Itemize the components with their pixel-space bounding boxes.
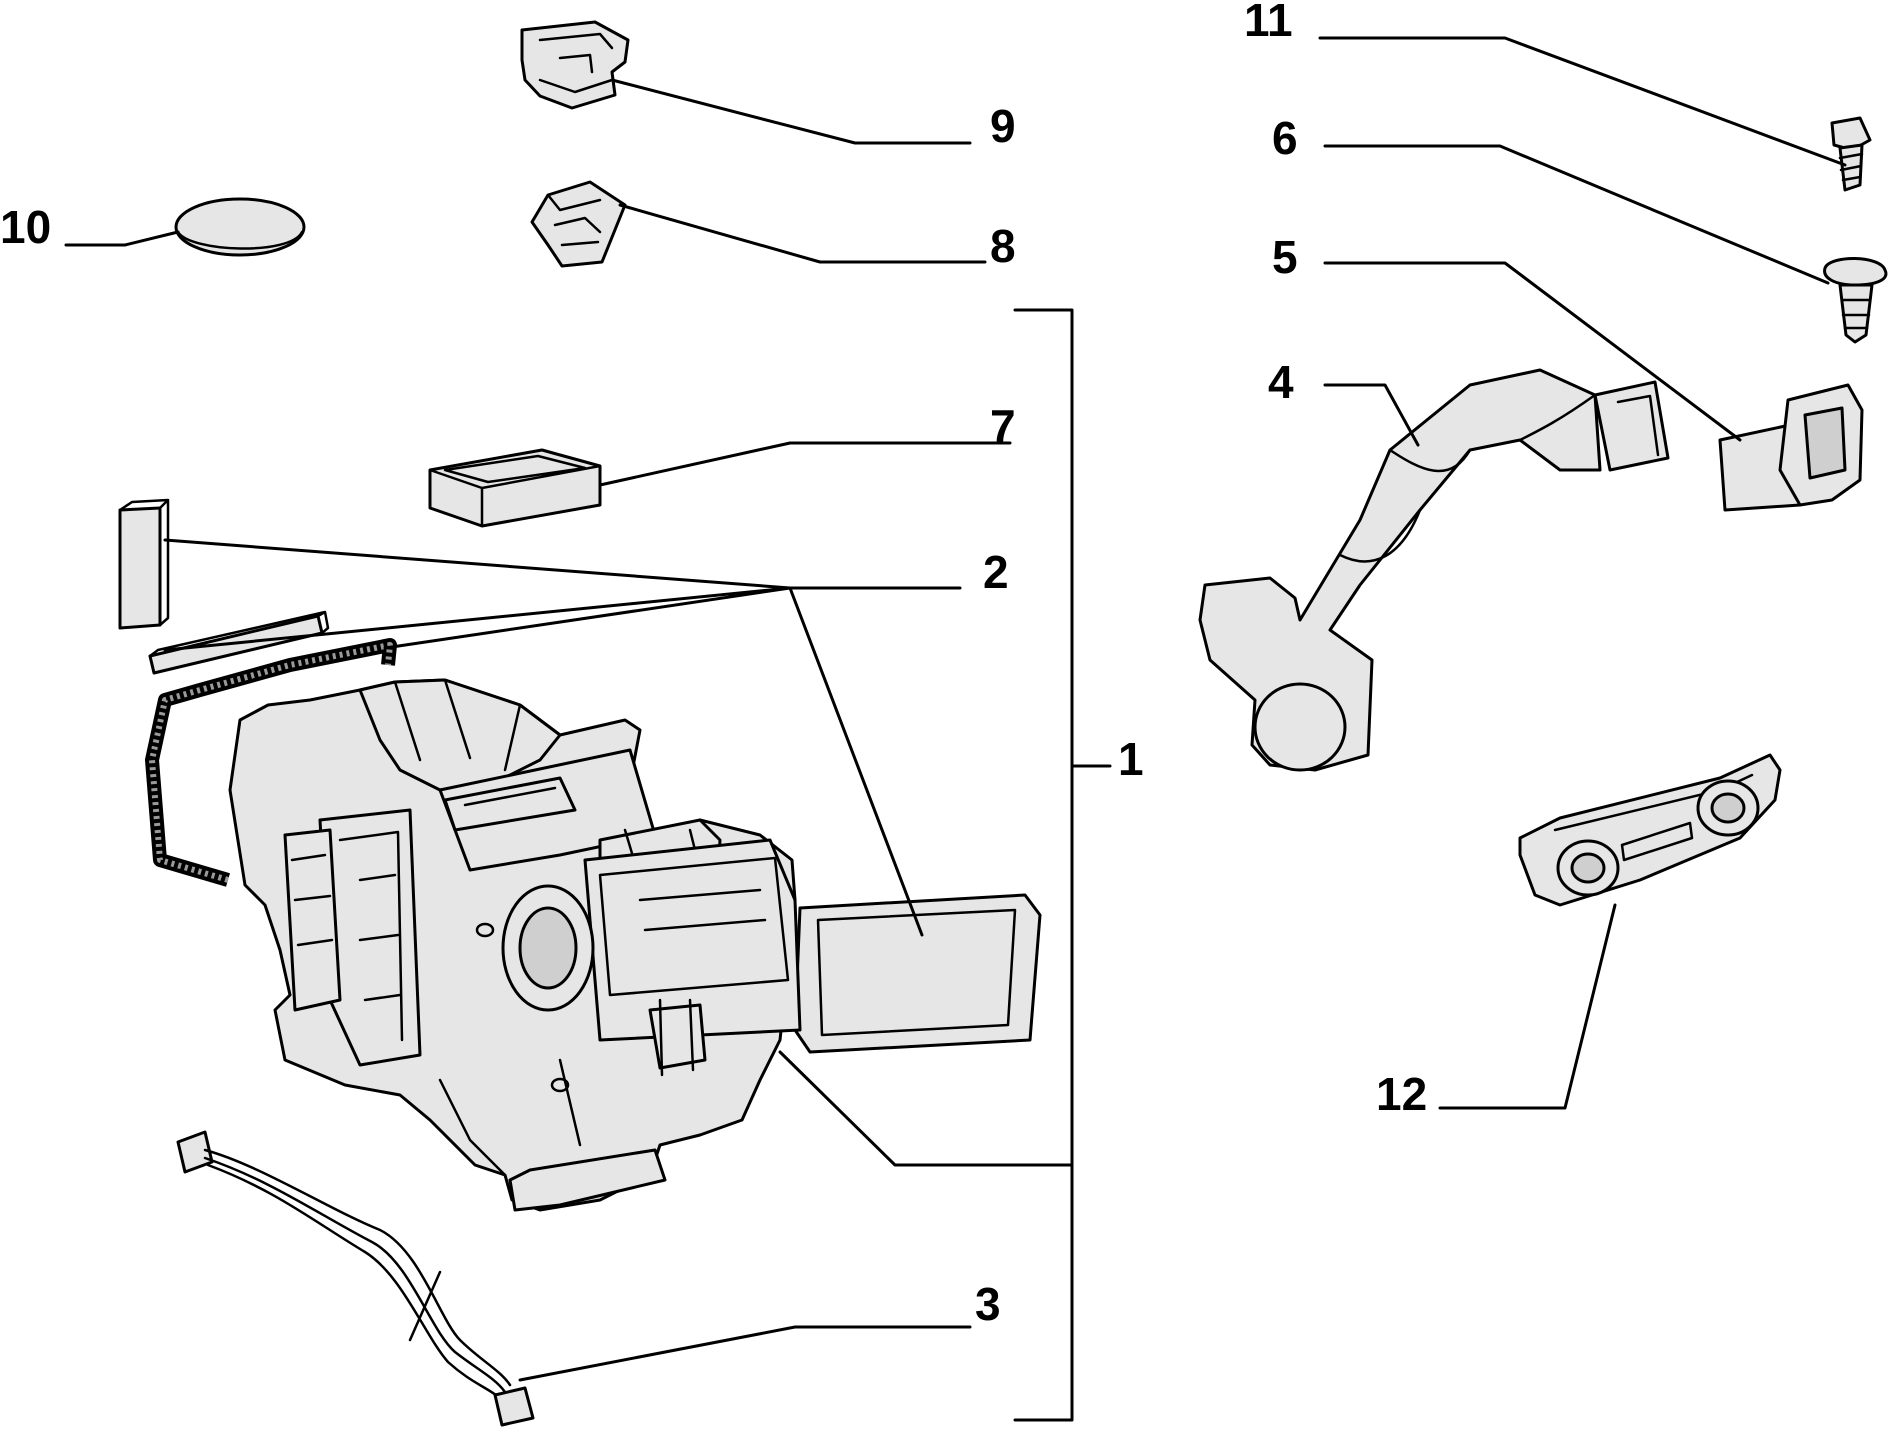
callout-12: 12: [1376, 1068, 1427, 1120]
callout-5: 5: [1272, 231, 1298, 283]
callout-11: 11: [1244, 0, 1293, 46]
leader-7: [598, 441, 1012, 487]
leader-5: [1323, 261, 1742, 442]
callout-9: 9: [990, 100, 1016, 152]
callout-3: 3: [975, 1278, 1001, 1330]
callout-2: 2: [983, 546, 1009, 598]
leader-lines: [64, 36, 1847, 1422]
part-6-push-clip: [1823, 257, 1888, 344]
part-11-screw: [1830, 116, 1872, 192]
leader-10: [64, 230, 180, 247]
callout-6: 6: [1272, 112, 1298, 164]
part-7-filter: [428, 448, 602, 528]
leader-1-bracket: [778, 308, 1112, 1422]
leader-12: [1438, 903, 1617, 1110]
part-3-wiring-harness: [176, 1130, 535, 1427]
callout-4: 4: [1268, 356, 1294, 408]
callout-7: 7: [990, 400, 1016, 452]
part-8-switch: [530, 180, 627, 268]
callout-8: 8: [990, 220, 1016, 272]
leader-9: [610, 78, 972, 145]
leader-3: [518, 1325, 972, 1382]
leader-4: [1323, 383, 1420, 447]
part-1-heater-housing: [228, 678, 802, 1212]
leader-2: [163, 538, 962, 937]
callout-10: 10: [0, 201, 51, 253]
part-4-air-duct: [1198, 368, 1670, 772]
part-10-plug: [174, 197, 306, 257]
leader-8: [618, 203, 987, 264]
leader-6: [1323, 144, 1830, 285]
part-5-duct-end: [1718, 383, 1864, 512]
leader-11: [1318, 36, 1847, 167]
part-12-vent-bezel: [1518, 753, 1782, 907]
callouts: 1 2 3 4 5 6 7 8 9 10 11 12: [0, 0, 1427, 1330]
callout-1: 1: [1118, 733, 1144, 785]
housing-gasket: [145, 638, 397, 887]
part-9-clip: [520, 20, 630, 110]
